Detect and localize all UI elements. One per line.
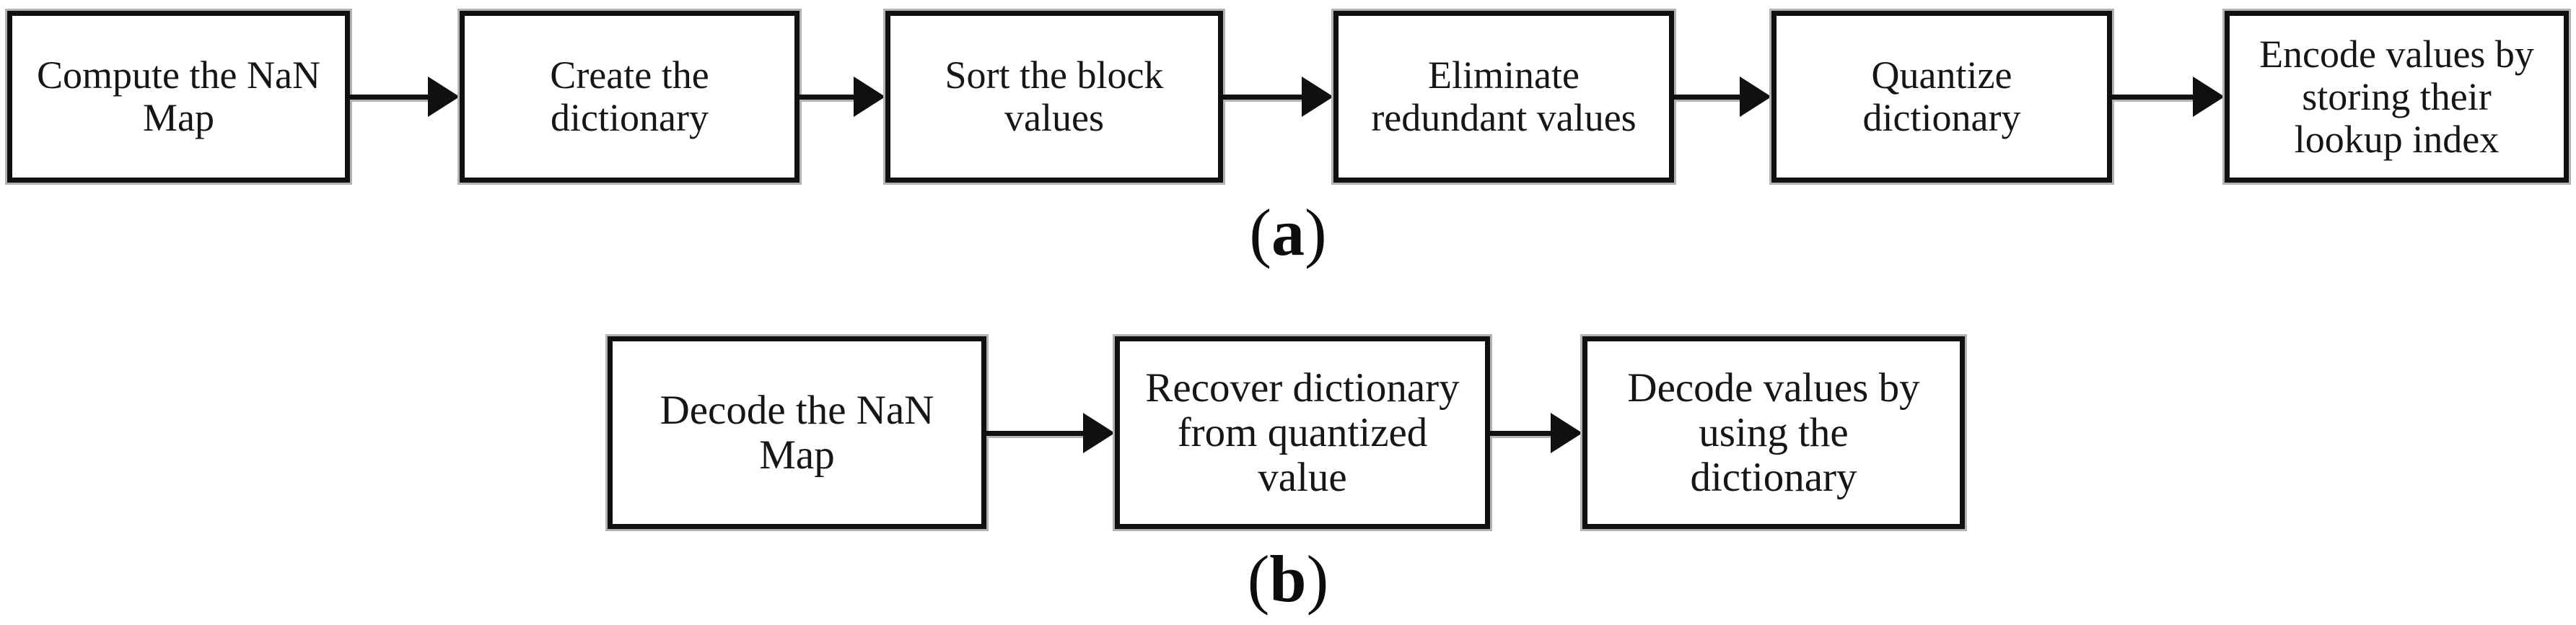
arrow-shaft (986, 430, 1085, 436)
arrow-head (1551, 413, 1582, 453)
arrow-shaft (350, 94, 429, 100)
step-text-line: dictionary (1690, 454, 1857, 500)
arrow-shaft (1674, 94, 1741, 100)
arrow-right-icon (2112, 77, 2225, 117)
arrow-right-icon (1674, 77, 1771, 117)
arrow-head (1083, 413, 1115, 453)
step-text-line: Map (143, 96, 214, 139)
flow-step-box-encode-values: Encode values by storing their lookup in… (2225, 11, 2569, 183)
step-text-line: redundant values (1371, 96, 1637, 139)
flow-step-box-quantize-dictionary: Quantize dictionary (1771, 11, 2112, 183)
arrow-shaft (2112, 94, 2194, 100)
arrow-head (1302, 77, 1333, 117)
label-paren-close: ) (1306, 542, 1329, 616)
flow-step-box-eliminate-redundant: Eliminate redundant values (1333, 11, 1674, 183)
subfigure-label-b: (b) (0, 540, 2576, 618)
step-text: Create the dictionary (465, 54, 794, 139)
step-text-line: using the (1699, 409, 1849, 455)
arrow-head (2193, 77, 2225, 117)
step-text-line: Map (759, 432, 835, 478)
flow-step-box-sort-block-values: Sort the block values (885, 11, 1223, 183)
step-text-line: value (1258, 454, 1347, 500)
arrow-right-icon (986, 413, 1115, 453)
arrow-shaft (799, 94, 855, 100)
flow-step-box-create-dictionary: Create the dictionary (460, 11, 799, 183)
arrow-shaft (1490, 430, 1552, 436)
step-text: Sort the block values (890, 54, 1218, 139)
arrow-right-icon (1490, 413, 1582, 453)
step-text: Eliminate redundant values (1339, 54, 1669, 139)
label-letter: b (1269, 542, 1307, 616)
step-text: Decode the NaN Map (613, 388, 981, 478)
label-paren-open: ( (1249, 196, 1271, 269)
step-text-line: Eliminate (1428, 53, 1580, 97)
flow-step-box-recover-dictionary: Recover dictionary from quantized value (1115, 336, 1490, 529)
label-paren-close: ) (1305, 196, 1327, 269)
arrow-right-icon (799, 77, 885, 117)
step-text: Encode values by storing their lookup in… (2230, 32, 2564, 161)
step-text-line: Compute the NaN (37, 53, 320, 97)
step-text-line: dictionary (551, 96, 709, 139)
flow-step-box-compute-nan-map: Compute the NaN Map (7, 11, 350, 183)
flow-step-box-decode-values: Decode values by using the dictionary (1582, 336, 1965, 529)
step-text: Decode values by using the dictionary (1587, 364, 1960, 500)
arrow-right-icon (350, 77, 460, 117)
arrow-head (854, 77, 885, 117)
step-text-line: Recover dictionary (1145, 364, 1460, 411)
step-text-line: Decode the NaN (660, 387, 934, 433)
label-letter: a (1271, 196, 1305, 269)
arrow-shaft (1223, 94, 1303, 100)
step-text: Compute the NaN Map (12, 54, 345, 139)
step-text-line: dictionary (1862, 96, 2021, 139)
step-text-line: Encode values by (2259, 32, 2534, 76)
arrow-right-icon (1223, 77, 1333, 117)
step-text-line: lookup index (2294, 117, 2500, 161)
label-paren-open: ( (1247, 542, 1270, 616)
step-text-line: storing their (2302, 74, 2492, 118)
step-text: Recover dictionary from quantized value (1120, 364, 1485, 500)
step-text-line: values (1004, 96, 1104, 139)
arrow-head (428, 77, 460, 117)
step-text-line: from quantized (1177, 409, 1428, 455)
step-text-line: Create the (550, 53, 709, 97)
step-text: Quantize dictionary (1777, 54, 2107, 139)
subfigure-label-a: (a) (0, 193, 2576, 271)
arrow-head (1740, 77, 1771, 117)
step-text-line: Sort the block (945, 53, 1164, 97)
step-text-line: Decode values by (1627, 364, 1920, 411)
step-text-line: Quantize (1871, 53, 2012, 97)
flow-step-box-decode-nan-map: Decode the NaN Map (608, 336, 986, 529)
